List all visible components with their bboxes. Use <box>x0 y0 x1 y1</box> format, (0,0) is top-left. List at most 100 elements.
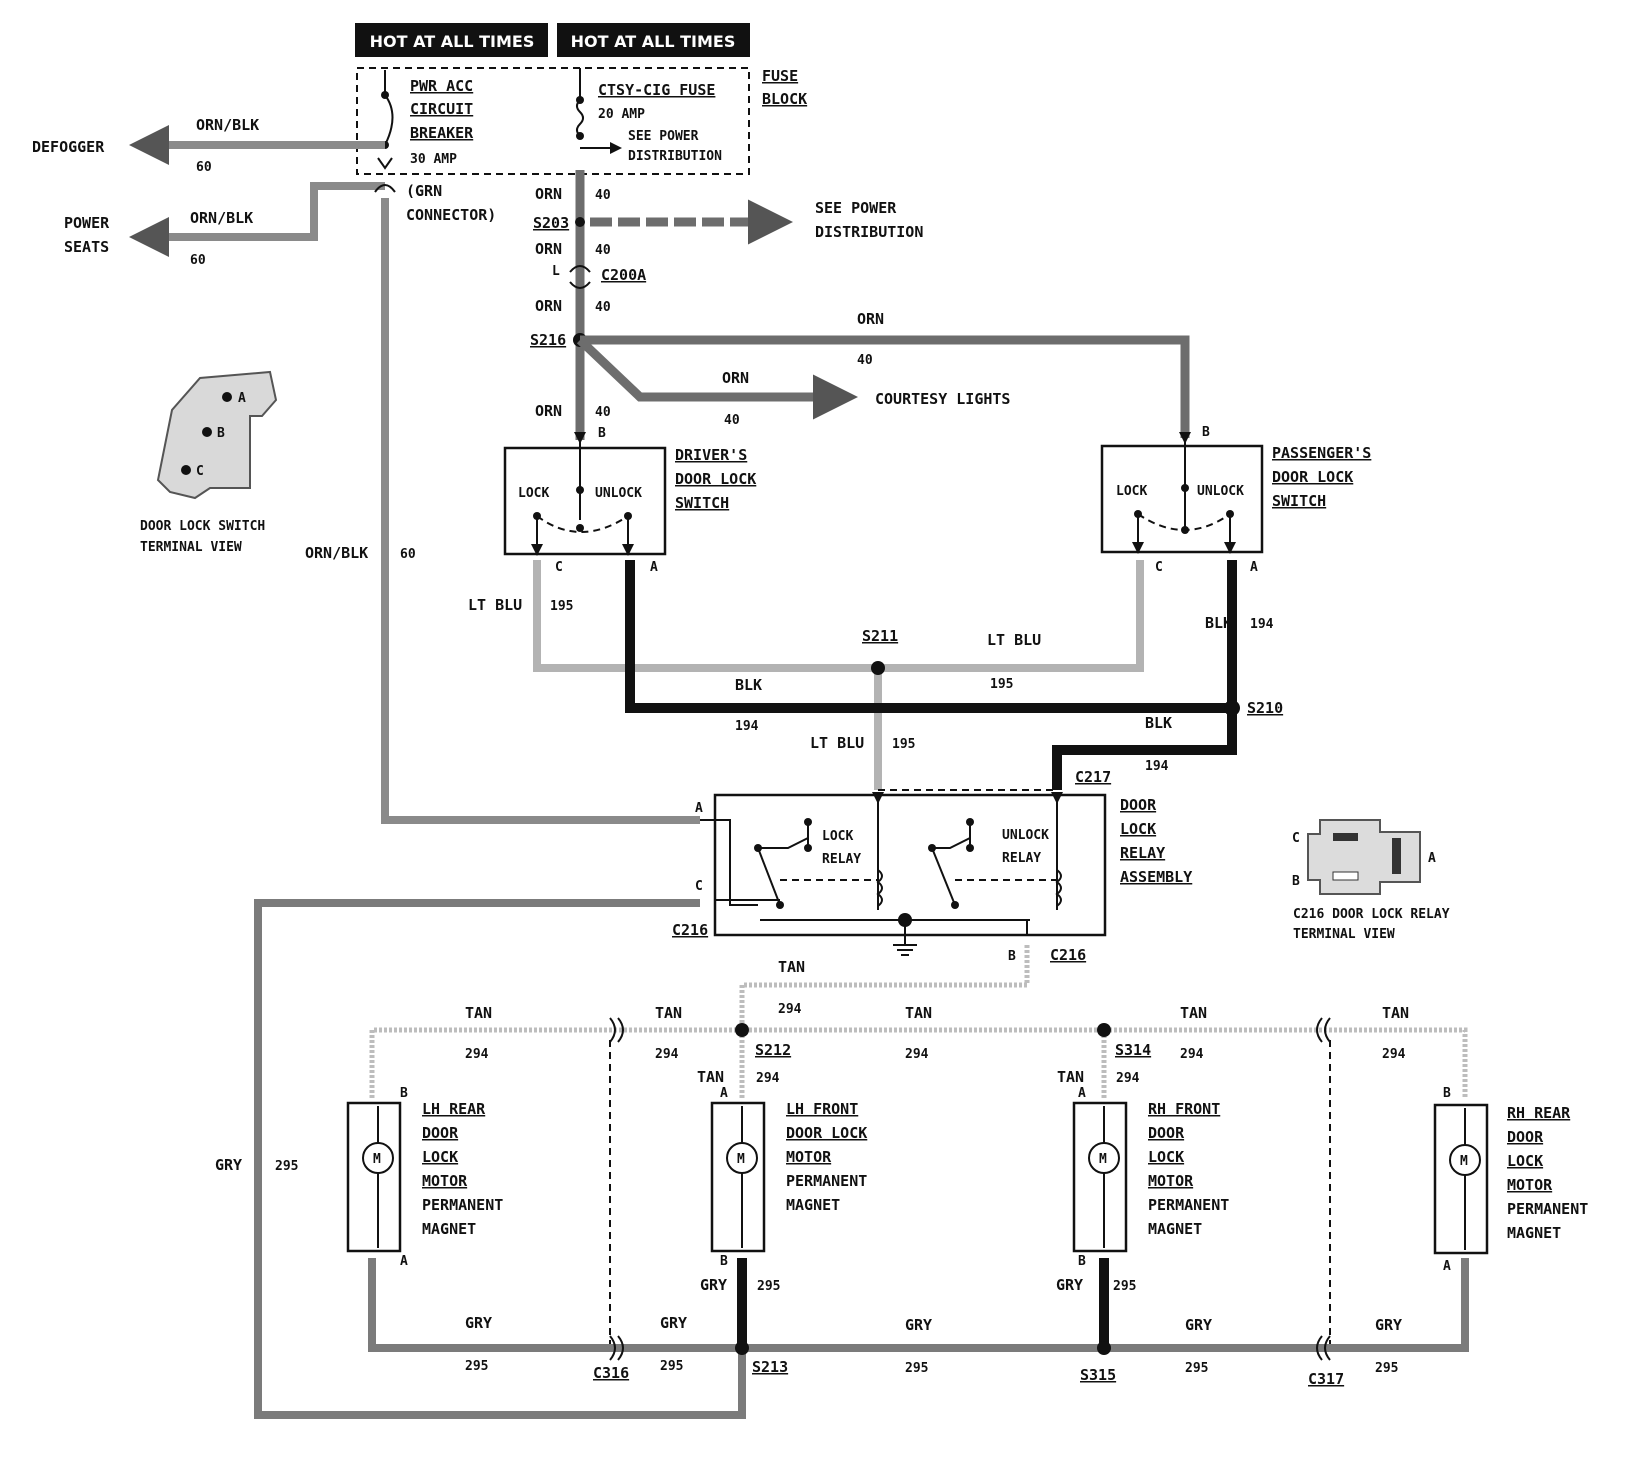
svg-text:295: 295 <box>1113 1279 1136 1294</box>
svg-text:C: C <box>1292 831 1300 846</box>
svg-text:40: 40 <box>857 353 873 368</box>
svg-text:S315: S315 <box>1080 1366 1116 1384</box>
svg-text:ORN: ORN <box>535 240 562 258</box>
svg-text:S203: S203 <box>533 214 569 232</box>
svg-text:TAN: TAN <box>778 958 805 976</box>
svg-text:LH REAR: LH REAR <box>422 1100 486 1118</box>
svg-text:C: C <box>1155 560 1163 575</box>
svg-text:PERMANENT: PERMANENT <box>422 1196 503 1214</box>
svg-text:294: 294 <box>655 1047 679 1062</box>
svg-text:DEFOGGER: DEFOGGER <box>32 138 105 156</box>
svg-text:SEE POWER: SEE POWER <box>815 199 897 217</box>
svg-text:C: C <box>695 879 703 894</box>
svg-text:PERMANENT: PERMANENT <box>786 1172 867 1190</box>
svg-text:DOOR: DOOR <box>422 1124 459 1142</box>
c216-relay-terminal-view: C A B C216 DOOR LOCK RELAY TERMINAL VIEW <box>1292 819 1450 942</box>
svg-text:ORN/BLK: ORN/BLK <box>196 116 259 134</box>
svg-text:B: B <box>217 426 225 441</box>
svg-text:40: 40 <box>595 300 611 315</box>
svg-text:B: B <box>720 1254 728 1269</box>
svg-text:DISTRIBUTION: DISTRIBUTION <box>628 149 722 164</box>
svg-text:GRY: GRY <box>215 1156 242 1174</box>
svg-text:HOT AT ALL TIMES: HOT AT ALL TIMES <box>370 32 535 51</box>
passengers-door-lock-switch: LOCK UNLOCK B PASSENGER'S DOOR LOCK SWIT… <box>1100 425 1371 575</box>
svg-text:(GRN: (GRN <box>406 182 442 200</box>
svg-text:60: 60 <box>400 547 416 562</box>
svg-text:TAN: TAN <box>655 1004 682 1022</box>
svg-text:A: A <box>695 801 703 816</box>
svg-text:TERMINAL VIEW: TERMINAL VIEW <box>1293 927 1395 942</box>
svg-text:B: B <box>400 1086 408 1101</box>
svg-text:L: L <box>552 264 560 279</box>
svg-text:DOOR: DOOR <box>1507 1128 1544 1146</box>
svg-text:PERMANENT: PERMANENT <box>1507 1200 1588 1218</box>
svg-text:LOCK: LOCK <box>518 486 549 501</box>
svg-text:40: 40 <box>595 405 611 420</box>
svg-text:TAN: TAN <box>697 1068 724 1086</box>
svg-text:DOOR: DOOR <box>1120 796 1157 814</box>
svg-text:RH REAR: RH REAR <box>1507 1104 1571 1122</box>
power-seats-wire: POWER SEATS ORN/BLK 60 <box>64 182 385 268</box>
svg-text:M: M <box>373 1152 381 1167</box>
svg-text:LH FRONT: LH FRONT <box>786 1100 858 1118</box>
svg-text:GRY: GRY <box>465 1314 492 1332</box>
svg-text:ORN: ORN <box>535 402 562 420</box>
svg-text:295: 295 <box>1375 1361 1398 1376</box>
svg-text:PASSENGER'S: PASSENGER'S <box>1272 444 1371 462</box>
svg-text:294: 294 <box>1180 1047 1204 1062</box>
svg-text:TAN: TAN <box>465 1004 492 1022</box>
svg-text:PWR ACC: PWR ACC <box>410 77 473 95</box>
svg-text:A: A <box>720 1086 728 1101</box>
svg-text:C317: C317 <box>1308 1370 1344 1388</box>
svg-text:TERMINAL VIEW: TERMINAL VIEW <box>140 540 242 555</box>
svg-text:194: 194 <box>1250 617 1274 632</box>
svg-text:B: B <box>1292 874 1300 889</box>
svg-text:294: 294 <box>1116 1071 1140 1086</box>
lh-rear-door-lock-motor: M B A LH REAR DOOR LOCK MOTOR PERMANENT … <box>346 1086 503 1269</box>
svg-text:195: 195 <box>550 599 573 614</box>
hot-at-all-times-header-left: HOT AT ALL TIMES <box>355 23 548 57</box>
svg-text:DOOR LOCK: DOOR LOCK <box>1272 468 1353 486</box>
svg-text:295: 295 <box>275 1159 298 1174</box>
svg-text:C200A: C200A <box>601 266 646 284</box>
lh-front-door-lock-motor: M A B LH FRONT DOOR LOCK MOTOR PERMANENT… <box>710 1086 867 1269</box>
svg-text:MOTOR: MOTOR <box>786 1148 832 1166</box>
grn-connector: (GRN CONNECTOR) <box>374 182 496 224</box>
svg-text:LOCK: LOCK <box>1116 484 1147 499</box>
svg-text:GRY: GRY <box>700 1276 727 1294</box>
svg-text:294: 294 <box>778 1002 802 1017</box>
svg-text:LT BLU: LT BLU <box>810 734 864 752</box>
svg-text:20 AMP: 20 AMP <box>598 107 645 122</box>
fuse-block: FUSE BLOCK <box>356 67 807 175</box>
svg-text:194: 194 <box>735 719 759 734</box>
svg-text:S314: S314 <box>1115 1041 1151 1059</box>
blk-194-wire: BLK 194 BLK 194 S210 BLK 194 C217 <box>625 560 1283 790</box>
svg-text:B: B <box>598 426 606 441</box>
svg-text:FUSE: FUSE <box>762 67 798 85</box>
svg-text:GRY: GRY <box>1056 1276 1083 1294</box>
svg-text:DISTRIBUTION: DISTRIBUTION <box>815 223 923 241</box>
svg-text:B: B <box>1078 1254 1086 1269</box>
svg-text:C216: C216 <box>672 921 708 939</box>
svg-text:DOOR LOCK: DOOR LOCK <box>675 470 756 488</box>
svg-text:B: B <box>1202 425 1210 440</box>
gry-295-wire: GRY 295 GRY 295 GRY 295 GRY 295 GRY 295 … <box>215 899 1469 1419</box>
svg-text:SEATS: SEATS <box>64 238 109 256</box>
svg-text:BREAKER: BREAKER <box>410 124 474 142</box>
svg-text:ORN: ORN <box>535 297 562 315</box>
orn-blk-60-relay-feed: ORN/BLK 60 <box>305 198 700 824</box>
svg-text:CTSY-CIG FUSE: CTSY-CIG FUSE <box>598 81 715 99</box>
svg-text:294: 294 <box>905 1047 929 1062</box>
svg-text:A: A <box>650 560 658 575</box>
svg-text:DOOR: DOOR <box>1148 1124 1185 1142</box>
svg-text:40: 40 <box>595 243 611 258</box>
svg-text:S212: S212 <box>755 1041 791 1059</box>
svg-text:B: B <box>1008 949 1016 964</box>
svg-text:CIRCUIT: CIRCUIT <box>410 100 473 118</box>
svg-text:PERMANENT: PERMANENT <box>1148 1196 1229 1214</box>
svg-text:BLK: BLK <box>1205 614 1232 632</box>
svg-text:295: 295 <box>1185 1361 1208 1376</box>
svg-text:295: 295 <box>905 1361 928 1376</box>
svg-text:40: 40 <box>724 413 740 428</box>
